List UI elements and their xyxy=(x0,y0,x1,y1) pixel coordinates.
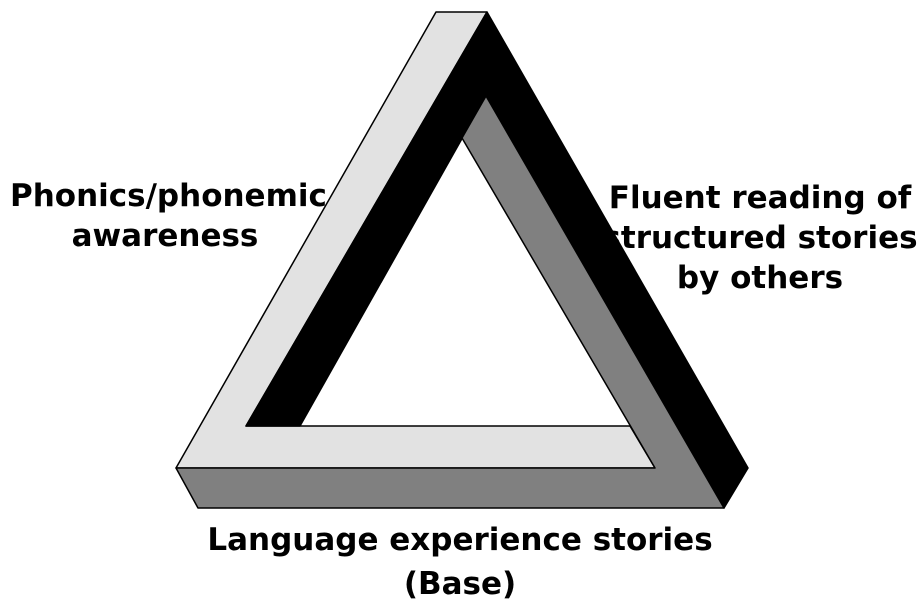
phonics-label-line-1: Phonics/phonemic xyxy=(10,178,327,214)
language-experience-label-line-1: Language experience stories xyxy=(207,522,713,558)
language-experience-label: Language experience stories (Base) xyxy=(150,518,770,606)
language-experience-label-line-2: (Base) xyxy=(403,566,517,602)
phonics-label: Phonics/phonemic awareness xyxy=(10,176,327,256)
fluent-reading-label-line-3: by others xyxy=(676,260,844,296)
phonics-label-line-2: awareness xyxy=(71,218,259,254)
fluent-reading-label: Fluent reading of structured stories by … xyxy=(600,178,920,298)
fluent-reading-label-line-2: structured stories xyxy=(602,220,918,256)
bottom-mid-face xyxy=(175,95,725,509)
fluent-reading-label-line-1: Fluent reading of xyxy=(608,180,912,216)
